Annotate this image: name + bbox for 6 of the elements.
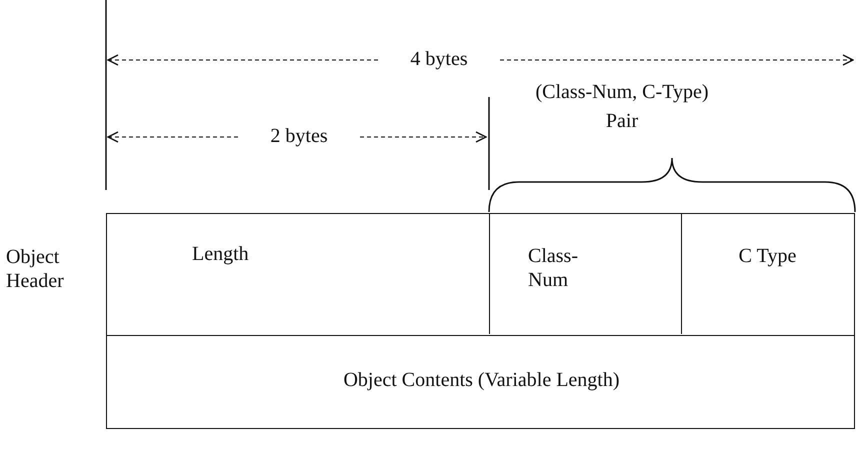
field-label: Object Contents (Variable Length) [342, 368, 621, 392]
row-label: Object Header [6, 245, 65, 293]
contents-row [106, 334, 855, 429]
field-label: C Type [738, 244, 798, 268]
field-label: Length [192, 242, 250, 266]
field-label: Class-Num [528, 244, 579, 292]
